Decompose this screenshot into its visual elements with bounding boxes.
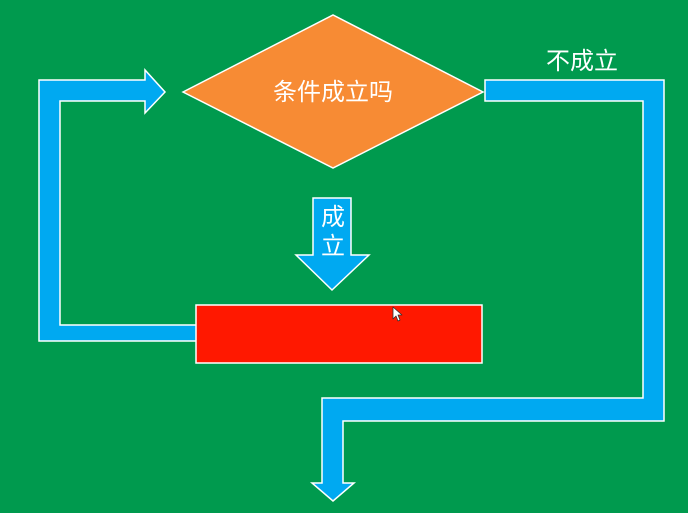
decision-label: 条件成立吗 [273, 78, 393, 106]
false-branch-arrow [309, 79, 665, 502]
true-branch-arrow [294, 197, 371, 292]
process-box [195, 304, 483, 364]
true-branch-label: 成立 [321, 203, 345, 260]
loop-back-arrow [38, 68, 198, 342]
false-branch-label: 不成立 [546, 47, 618, 75]
decision-diamond [181, 14, 485, 169]
mouse-cursor-icon [392, 306, 403, 322]
